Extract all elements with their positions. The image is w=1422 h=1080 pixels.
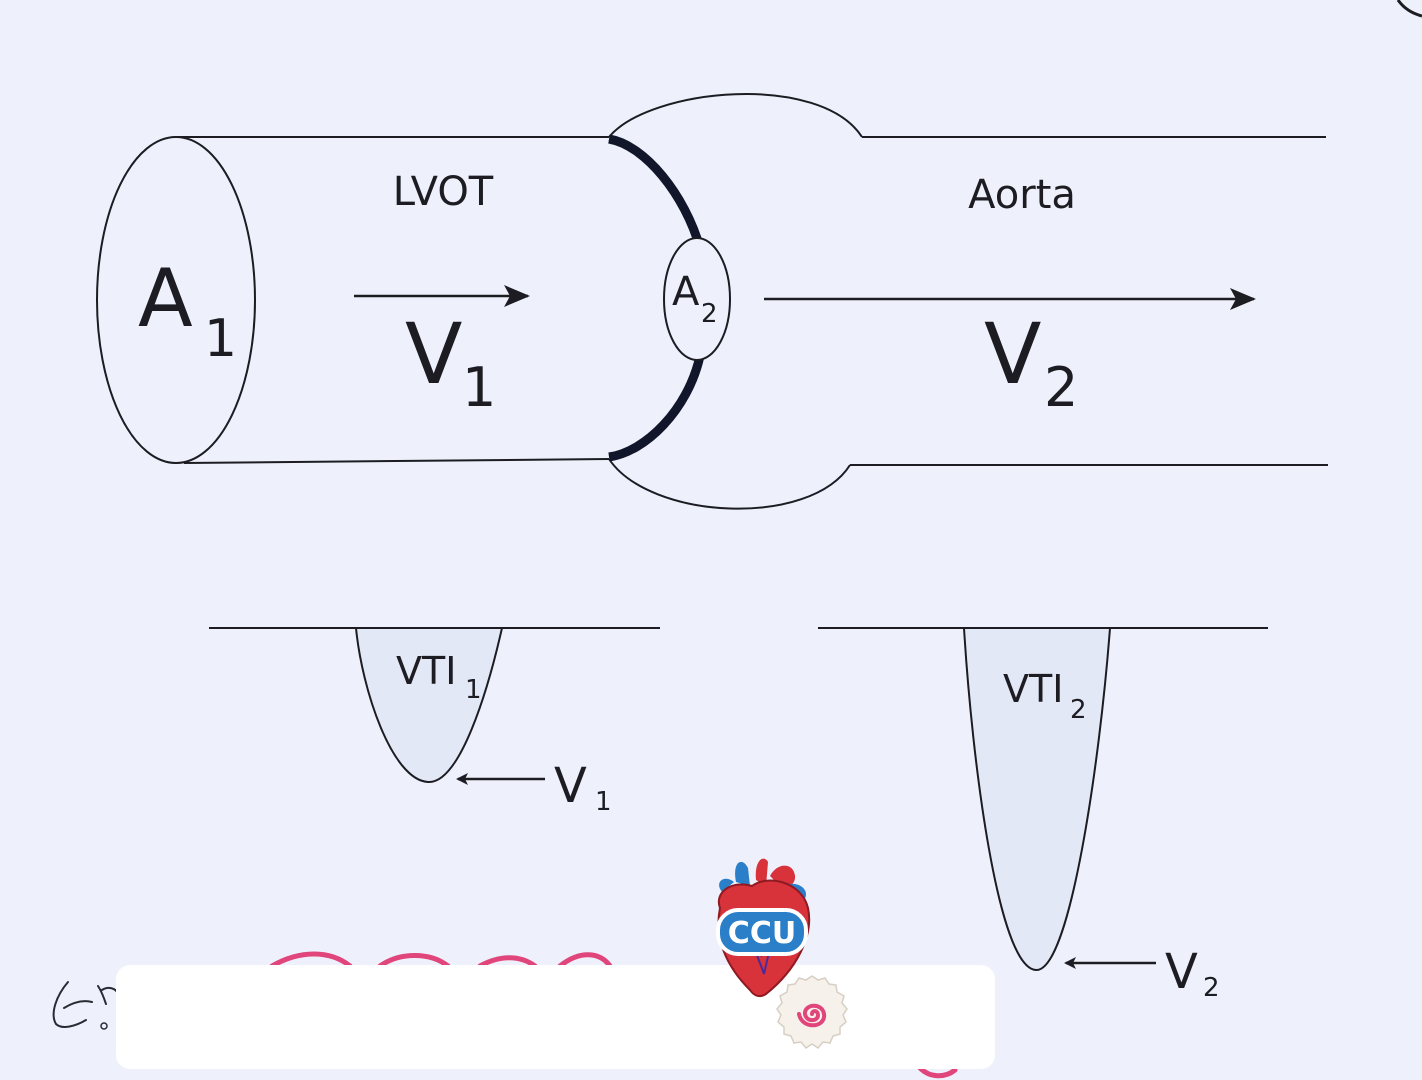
caption-overlay-box: [116, 965, 995, 1069]
aorta-label: Aorta: [968, 172, 1076, 218]
a2-orifice: [663, 237, 731, 361]
dark-corner-mark: [1396, 0, 1422, 18]
a1-subscript: 1: [204, 309, 237, 369]
vti1-envelope: [354, 627, 504, 784]
v1-peak-label: V: [554, 758, 587, 814]
a2-label: A: [672, 269, 700, 315]
v2-peak-label: V: [1165, 944, 1198, 1000]
vti1-label: VTI: [396, 649, 456, 693]
pink-caption-strokes: [269, 951, 958, 1079]
sinus-top-bulge: [608, 93, 863, 138]
a1-label: A: [138, 252, 193, 345]
ccu-sticker-text: CCU: [728, 916, 796, 951]
a2-subscript: 2: [701, 299, 718, 329]
valve-leaflet-bottom: [608, 354, 705, 462]
sinus-bottom-bulge: [608, 458, 851, 510]
valve-leaflet-top: [607, 134, 705, 250]
vti2-label: VTI: [1003, 667, 1063, 711]
lvot-bottom-wall: [183, 458, 610, 464]
author-signature: [52, 981, 119, 1030]
fish-cake-icon: [776, 975, 848, 1049]
lvot-label: LVOT: [393, 169, 494, 215]
anatomical-heart-icon: CCU: [716, 858, 811, 998]
v2-subscript: 2: [1044, 356, 1078, 419]
v2-peak-subscript: 2: [1203, 973, 1220, 1003]
v2-label: V: [984, 305, 1041, 403]
v1-subscript: 1: [462, 356, 496, 419]
v1-peak-subscript: 1: [595, 787, 612, 817]
aortic-valve: [607, 134, 705, 462]
vti2-subscript: 2: [1070, 695, 1087, 725]
vti1-subscript: 1: [465, 675, 482, 705]
aorta-tube: [608, 93, 1328, 510]
v1-label: V: [405, 305, 462, 403]
vti2-doppler-tracing: VTI 2 V 2: [818, 627, 1268, 1003]
a1-cross-section: [96, 136, 256, 464]
vti2-envelope: [962, 627, 1112, 972]
lvot-tube: [96, 136, 610, 464]
vti1-doppler-tracing: VTI 1 V 1: [209, 627, 660, 817]
